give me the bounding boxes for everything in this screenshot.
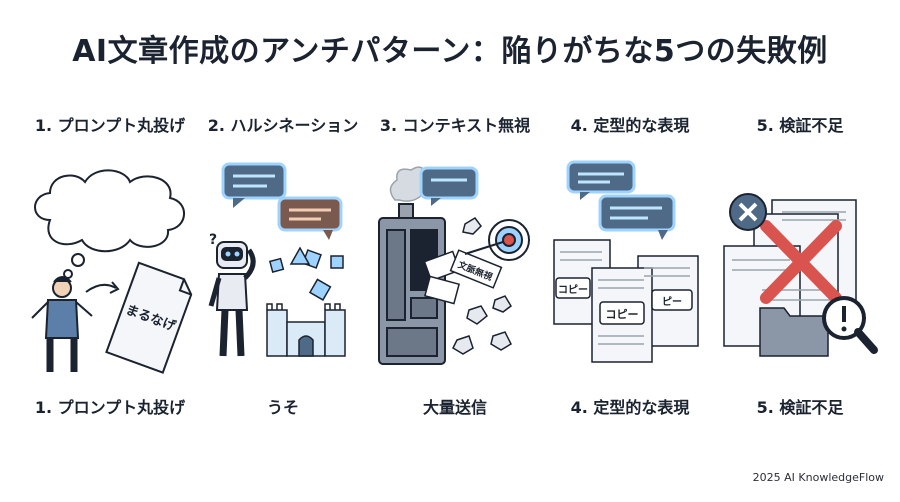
red-cross-icon — [760, 220, 842, 304]
credit: 2025 AI KnowledgeFlow — [752, 471, 884, 484]
column-2-illustration: ? — [193, 160, 373, 375]
copy-stamp — [555, 277, 693, 325]
robot-icon — [208, 241, 256, 357]
column-4-caption: 4. 定型的な表現 — [570, 398, 690, 417]
copy-label: ピー — [662, 296, 682, 308]
machine-icon — [378, 203, 446, 365]
paper-icon: 文脈無視 — [423, 249, 503, 305]
column-3-caption: 大量送信 — [422, 398, 487, 417]
column-1-caption: 1. プロンプト丸投げ — [34, 398, 186, 417]
crumpled-paper-icon — [452, 217, 512, 355]
hallucinating-robot-illustration: ? — [208, 162, 346, 357]
copy-label: コピー — [558, 284, 588, 296]
column-5-heading: 5. 検証不足 — [756, 116, 844, 135]
column-3-heading: 3. コンテキスト無視 — [379, 116, 531, 135]
target-icon — [464, 219, 530, 261]
mass-sending-machine-illustration: 文脈無視 — [378, 166, 530, 365]
document-icon: まるなげ — [105, 261, 193, 374]
speech-bubble-icon — [221, 162, 287, 208]
column-1-illustration: まるなげ — [20, 160, 200, 375]
castle-icon — [266, 303, 346, 357]
svg-text:?: ? — [209, 232, 217, 248]
template-copy-illustration: コピー コピー ピー — [553, 160, 699, 363]
speech-bubble-icon — [277, 196, 343, 240]
close-icon — [729, 193, 767, 231]
column-2-heading: 2. ハルシネーション — [207, 116, 359, 135]
insufficient-verification-illustration — [723, 193, 878, 357]
arrow-icon — [85, 283, 117, 293]
column-5-illustration — [710, 160, 890, 375]
column-2-caption: うそ — [266, 398, 299, 417]
thought-cloud-icon — [34, 169, 185, 279]
cube-icon — [268, 246, 344, 301]
copy-label: コピー — [606, 308, 639, 321]
speech-bubble-icon — [598, 194, 676, 240]
column-3-illustration: 文脈無視 — [365, 160, 545, 375]
column-4-illustration: コピー コピー ピー — [540, 160, 720, 375]
person-icon — [31, 276, 93, 372]
column-4-heading: 4. 定型的な表現 — [570, 116, 690, 135]
speech-bubble-icon — [566, 160, 636, 200]
delegating-person-illustration: まるなげ — [31, 169, 193, 374]
column-1-heading: 1. プロンプト丸投げ — [34, 116, 186, 135]
magnifier-warning-icon — [822, 296, 878, 354]
page-title: AI文章作成のアンチパターン：陥りがちな5つの失敗例 — [72, 34, 828, 69]
column-5-caption: 5. 検証不足 — [756, 398, 844, 417]
speech-bubble-icon — [419, 166, 479, 206]
